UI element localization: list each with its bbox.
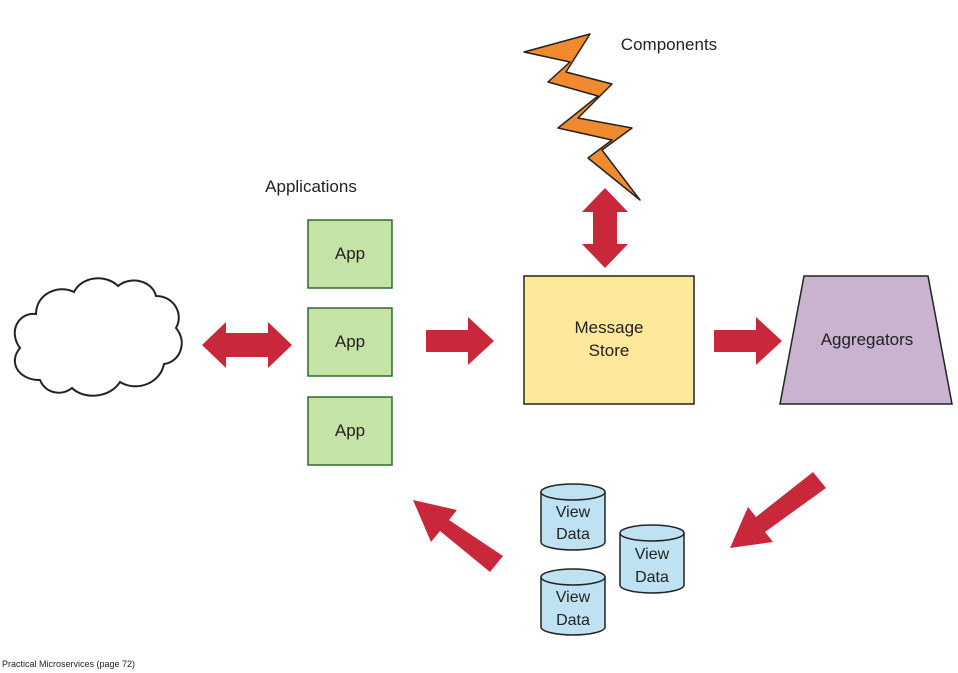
components-label: Components [621,35,717,54]
app-label: App [335,332,365,351]
app-label: App [335,421,365,440]
view-data-label-line1: View [556,504,591,521]
view-data-cylinder: View Data [619,524,685,594]
page-caption: Practical Microservices (page 72) [2,659,136,669]
aggregators-shape: Aggregators [779,275,953,405]
cloud-shape [13,277,183,397]
view-data-label-line2: Data [556,612,590,629]
app-store-arrow [426,317,494,365]
message-store-box: Message Store [523,275,695,405]
app-box: App [307,396,393,466]
message-store-label-line1: Message [575,318,644,337]
view-data-cylinder: View Data [540,568,606,636]
store-aggregator-arrow [714,317,782,365]
view-data-cylinder: View Data [540,483,606,551]
store-components-double-arrow [582,188,628,268]
components-bolt-icon [523,33,641,201]
view-data-label-line1: View [635,546,670,563]
app-label: App [335,244,365,263]
cloud-app-double-arrow [202,322,292,368]
view-data-label-line2: Data [556,526,590,543]
message-store-label-line2: Store [589,341,630,360]
app-box: App [307,307,393,377]
view-data-label-line2: Data [635,569,669,586]
applications-label: Applications [265,177,357,196]
view-data-label-line1: View [556,589,591,606]
aggregator-viewdata-arrow [730,472,826,548]
viewdata-app-arrow [413,500,503,572]
app-box: App [307,219,393,289]
aggregators-label: Aggregators [821,330,914,349]
